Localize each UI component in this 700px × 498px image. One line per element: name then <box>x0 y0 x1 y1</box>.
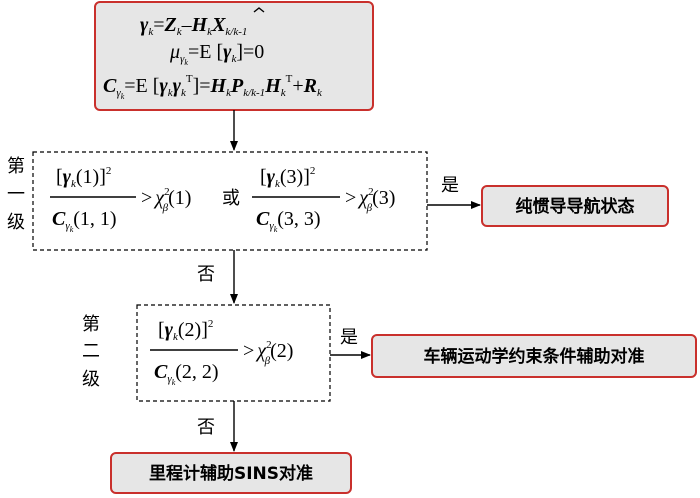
stage2-label-1: 第 <box>82 314 100 335</box>
stage1-fraction-1: [γk(1)]2 Cγk(1, 1) <box>50 165 136 234</box>
vehicle-constraint-box <box>371 334 697 378</box>
svg-text:Cγk(2, 2): Cγk(2, 2) <box>154 361 219 387</box>
formula-line-2: μγk=E [γk]=0 <box>169 41 264 67</box>
stage1-label-3: 级 <box>7 212 25 233</box>
hat-accent <box>253 7 265 13</box>
stage1-label-2: 一 <box>7 184 25 205</box>
stage1-label-1: 第 <box>7 156 25 177</box>
pure-inertial-box <box>481 185 669 227</box>
formula-line-1: γk=Zk–HkXk/k-1 <box>140 7 265 38</box>
odometer-sins-label: 里程计辅助SINS对准 <box>149 463 313 484</box>
edge-label-no-2: 否 <box>197 417 215 438</box>
stage2-label-3: 级 <box>82 369 100 390</box>
edge-label-yes-1: 是 <box>441 175 459 196</box>
vehicle-constraint-label: 车辆运动学约束条件辅助对准 <box>424 346 645 367</box>
stage2-label-2: 二 <box>82 341 100 362</box>
pure-inertial-label: 纯惯导导航状态 <box>516 196 635 217</box>
svg-text:[γk(1)]2: [γk(1)]2 <box>56 165 111 190</box>
stage1-fraction-2: [γk(3)]2 Cγk(3, 3) <box>252 165 340 234</box>
stage2-fraction: [γk(2)]2 Cγk(2, 2) <box>150 318 238 387</box>
odometer-sins-box <box>110 452 352 494</box>
svg-text:[γk(2)]2: [γk(2)]2 <box>158 318 213 343</box>
svg-text:Cγk(1, 1): Cγk(1, 1) <box>52 208 117 234</box>
x-hat: X <box>211 14 226 36</box>
edge-label-no-1: 否 <box>197 264 215 285</box>
svg-text:Cγk(3, 3): Cγk(3, 3) <box>256 208 321 234</box>
edge-label-yes-2: 是 <box>340 327 358 348</box>
stage1-test-box <box>32 151 428 251</box>
formula-line-3: Cγk=E [γkγkT]=HkPk/k-1HkT+Rk <box>103 73 323 101</box>
svg-text:[γk(3)]2: [γk(3)]2 <box>260 165 315 190</box>
stage1-or: 或 <box>222 188 240 209</box>
svg-text:γk=Zk–HkXk/k-1: γk=Zk–HkXk/k-1 <box>140 14 247 38</box>
